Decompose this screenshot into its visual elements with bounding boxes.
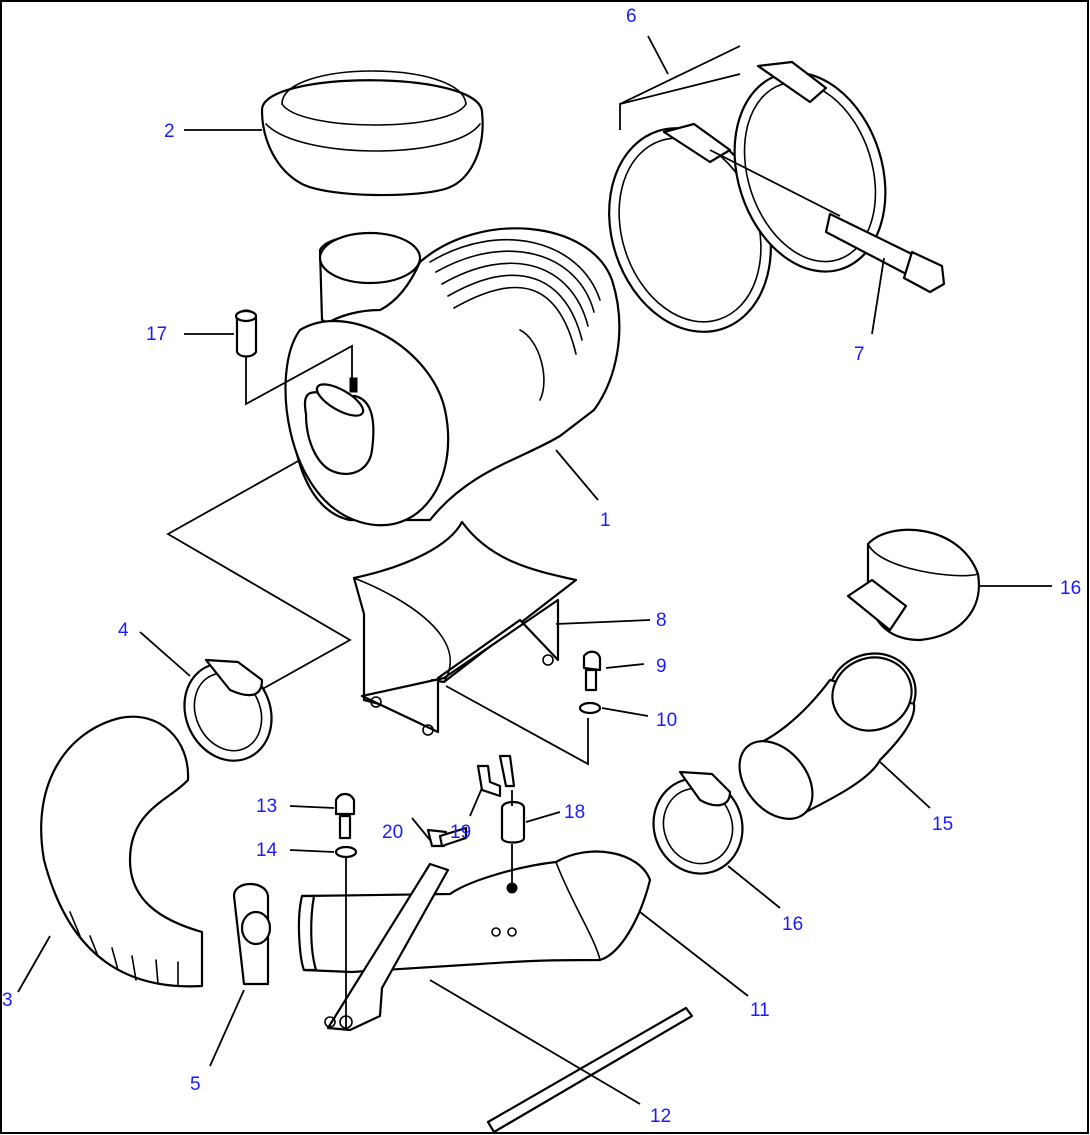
callout-16-upper: 16 bbox=[1060, 578, 1081, 599]
callout-2: 2 bbox=[164, 121, 175, 142]
callout-11: 11 bbox=[750, 1000, 770, 1021]
callout-15: 15 bbox=[932, 814, 953, 835]
callout-20: 20 bbox=[382, 822, 403, 843]
callout-3: 3 bbox=[2, 990, 13, 1011]
callout-18: 18 bbox=[564, 802, 585, 823]
part-6-clamp-bands bbox=[608, 35, 887, 333]
part-19-bracket bbox=[469, 754, 516, 817]
callout-13: 13 bbox=[256, 796, 277, 817]
callout-1: 1 bbox=[600, 510, 611, 531]
callout-12: 12 bbox=[650, 1106, 671, 1127]
part-7-bolt bbox=[709, 149, 946, 335]
part-2-cap bbox=[260, 70, 484, 197]
part-17-plug bbox=[234, 309, 353, 406]
part-16-clamp-upper bbox=[846, 528, 1052, 642]
callout-16-lower: 16 bbox=[782, 914, 803, 935]
part-1-air-cleaner bbox=[284, 227, 621, 527]
callout-5: 5 bbox=[190, 1074, 201, 1095]
part-13-bolt bbox=[289, 792, 356, 840]
part-16-clamp-lower bbox=[652, 770, 781, 909]
part-4-hose-clamp bbox=[139, 631, 273, 762]
part-14-washer bbox=[289, 845, 358, 1030]
part-8-bracket bbox=[352, 520, 651, 736]
callout-10: 10 bbox=[656, 710, 677, 731]
part-3-elbow-hose bbox=[17, 715, 204, 993]
callout-7: 7 bbox=[854, 344, 865, 365]
part-15-elbow bbox=[738, 652, 931, 820]
part-9-bolt bbox=[582, 650, 645, 692]
part-11-intake-pipe bbox=[297, 850, 749, 1032]
callout-17: 17 bbox=[146, 324, 167, 345]
assembly-line-1 bbox=[166, 459, 352, 697]
assembly-line-2 bbox=[445, 685, 589, 766]
callout-labels: 1 2 3 4 5 6 7 8 9 10 11 12 13 14 15 16 1… bbox=[2, 6, 1081, 1127]
part-12-rod bbox=[429, 979, 694, 1134]
callout-8: 8 bbox=[656, 610, 667, 631]
part-18-switch bbox=[500, 790, 561, 894]
callout-19: 19 bbox=[450, 822, 471, 843]
part-5-sleeve bbox=[209, 883, 272, 1067]
callout-4: 4 bbox=[118, 620, 129, 641]
callout-6: 6 bbox=[626, 6, 637, 27]
part-10-washer bbox=[578, 701, 649, 717]
part-20-bolt bbox=[411, 817, 468, 848]
leader-1 bbox=[555, 449, 599, 501]
callout-14: 14 bbox=[256, 840, 278, 861]
callout-9: 9 bbox=[656, 656, 667, 677]
